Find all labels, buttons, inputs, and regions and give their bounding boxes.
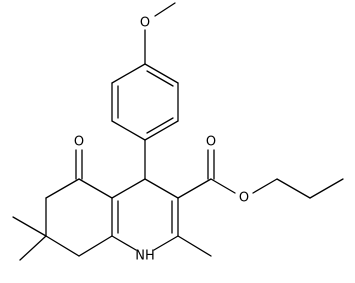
- bond-c7-methyl-a: [12, 216, 47, 237]
- bond-alkoxy-o-ch2: [252, 178, 278, 194]
- bond-c8-c8a: [78, 235, 113, 257]
- bond-c8a-n1: [111, 235, 137, 251]
- bond-n1-c2: [153, 235, 179, 251]
- ketone-oxygen-label: O: [74, 135, 84, 150]
- bond-aryl-1: [144, 63, 179, 84]
- bond-ch2-ch3: [309, 178, 344, 199]
- bond-aryl-6: [111, 63, 146, 84]
- bond-c2-methyl: [177, 235, 212, 257]
- bond-c7-methyl-b: [19, 235, 47, 261]
- bond-aryl-4: [111, 120, 146, 141]
- bond-layer: [12, 2, 344, 261]
- bond-c4-c4a: [111, 178, 146, 199]
- ring-nitrogen-label: NH: [135, 249, 155, 264]
- bond-c3-ester-c: [177, 178, 212, 199]
- bond-ch2-ch2: [276, 178, 311, 199]
- label-layer: O O O O NH: [74, 16, 249, 264]
- bond-ester-c-alkoxy-o: [210, 178, 236, 194]
- bond-c5-c6: [45, 178, 80, 199]
- ester-carbonyl-oxygen-label: O: [206, 135, 216, 150]
- bond-c3-c4: [144, 178, 179, 199]
- methoxy-oxygen-label: O: [140, 16, 150, 31]
- bond-aryl-3-inner: [146, 117, 174, 134]
- bond-c4a-c5: [78, 178, 113, 199]
- bond-c7-c8: [45, 235, 80, 257]
- bond-aryl-3: [144, 120, 179, 141]
- bond-methyl-methoxy-o: [154, 2, 176, 17]
- bond-aryl-1-inner: [146, 70, 174, 87]
- ester-alkoxy-oxygen-label: O: [239, 191, 249, 206]
